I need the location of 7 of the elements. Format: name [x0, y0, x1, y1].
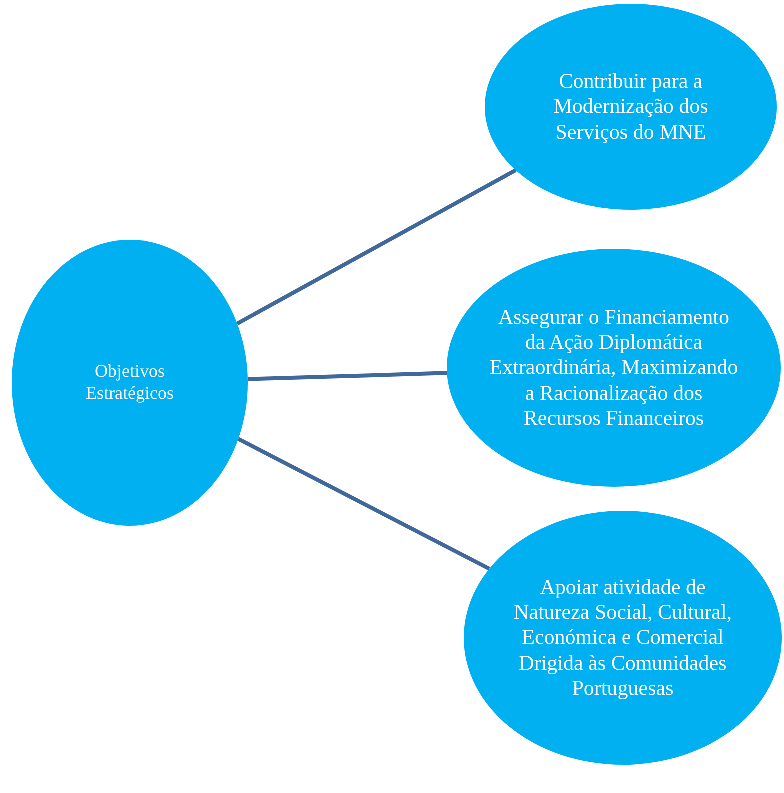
node-text: Objetivos Estratégicos [85, 361, 175, 405]
node-text: Assegurar o Financiamento da Ação Diplomática Extraordinária, Maximizando a Racionalização dos Recursos Financeiros [489, 305, 739, 431]
connector-line [248, 371, 448, 382]
connector-line [236, 168, 517, 326]
connector-line [238, 437, 490, 571]
node-text: Apoiar atividade de Natureza Social, Cultural, Económica e Comercial Drigida às Comunidades Portuguesas [512, 575, 734, 701]
node-text: Contribuir para a Modernização dos Serviços do MNE [552, 69, 710, 145]
